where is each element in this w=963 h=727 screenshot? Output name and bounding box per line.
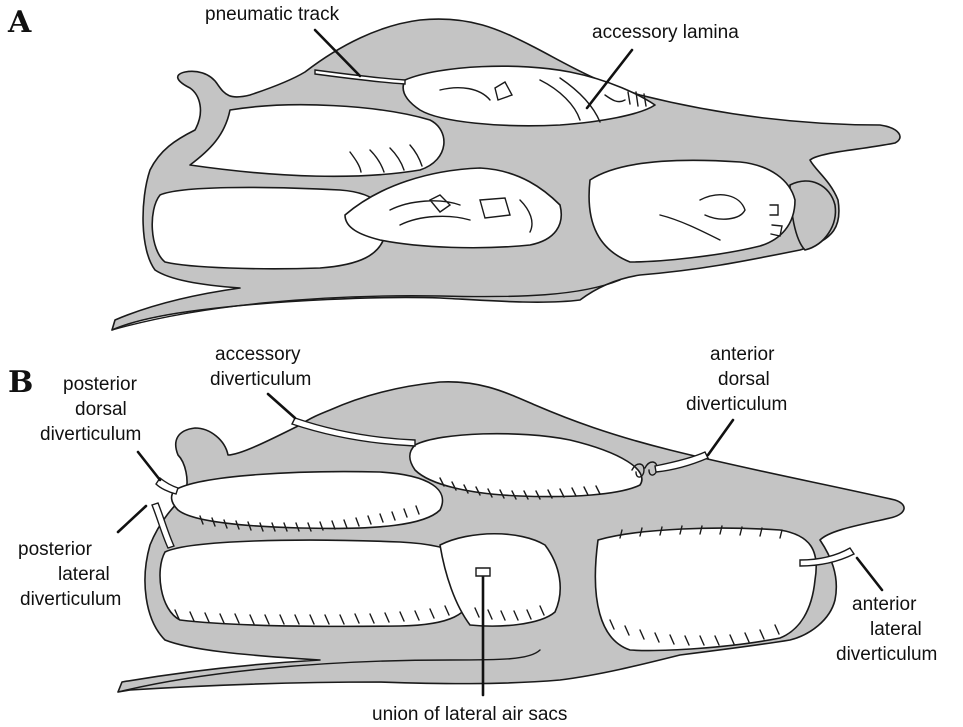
svg-text:diverticulum: diverticulum <box>686 394 787 415</box>
panel-a-posterior-upper-fossa <box>190 105 444 177</box>
label-posterior-dorsal-diverticulum: posterior dorsal diverticulum <box>40 374 141 445</box>
leader-accessory-diverticulum <box>268 394 295 418</box>
svg-text:anterior: anterior <box>852 594 917 615</box>
label-accessory-diverticulum: accessory diverticulum <box>210 344 311 390</box>
label-union-of-lateral-air-sacs: union of lateral air sacs <box>372 704 567 725</box>
svg-text:diverticulum: diverticulum <box>836 644 937 665</box>
svg-text:dorsal: dorsal <box>718 369 770 390</box>
panel-b-posterior-lateral-air-sac <box>160 540 476 626</box>
leader-posterior-dorsal-diverticulum <box>138 452 160 480</box>
svg-text:posterior: posterior <box>18 539 93 560</box>
label-posterior-lateral-diverticulum: posterior lateral diverticulum <box>18 539 121 610</box>
svg-text:diverticulum: diverticulum <box>40 424 141 445</box>
svg-text:dorsal: dorsal <box>75 399 127 420</box>
label-anterior-dorsal-diverticulum: anterior dorsal diverticulum <box>686 344 787 415</box>
svg-text:anterior: anterior <box>710 344 775 365</box>
svg-text:accessory: accessory <box>215 344 301 365</box>
panel-b-union-duct <box>476 568 490 576</box>
svg-text:lateral: lateral <box>870 619 922 640</box>
panel-a-dorsal-fossa <box>403 66 655 126</box>
label-accessory-lamina: accessory lamina <box>592 22 739 43</box>
panel-a-letter: A <box>7 5 32 40</box>
svg-text:posterior: posterior <box>63 374 138 395</box>
svg-text:diverticulum: diverticulum <box>20 589 121 610</box>
leader-anterior-lateral-diverticulum <box>857 558 882 590</box>
svg-text:diverticulum: diverticulum <box>210 369 311 390</box>
panel-b: B accessory di <box>8 344 937 725</box>
leader-anterior-dorsal-diverticulum <box>708 420 733 455</box>
panel-a: A pneumatic track accessory lamina <box>7 4 900 330</box>
svg-text:lateral: lateral <box>58 564 110 585</box>
label-anterior-lateral-diverticulum: anterior lateral diverticulum <box>836 594 937 665</box>
label-pneumatic-track: pneumatic track <box>205 4 340 25</box>
panel-b-letter: B <box>8 365 33 400</box>
leader-posterior-lateral-diverticulum <box>118 506 146 532</box>
